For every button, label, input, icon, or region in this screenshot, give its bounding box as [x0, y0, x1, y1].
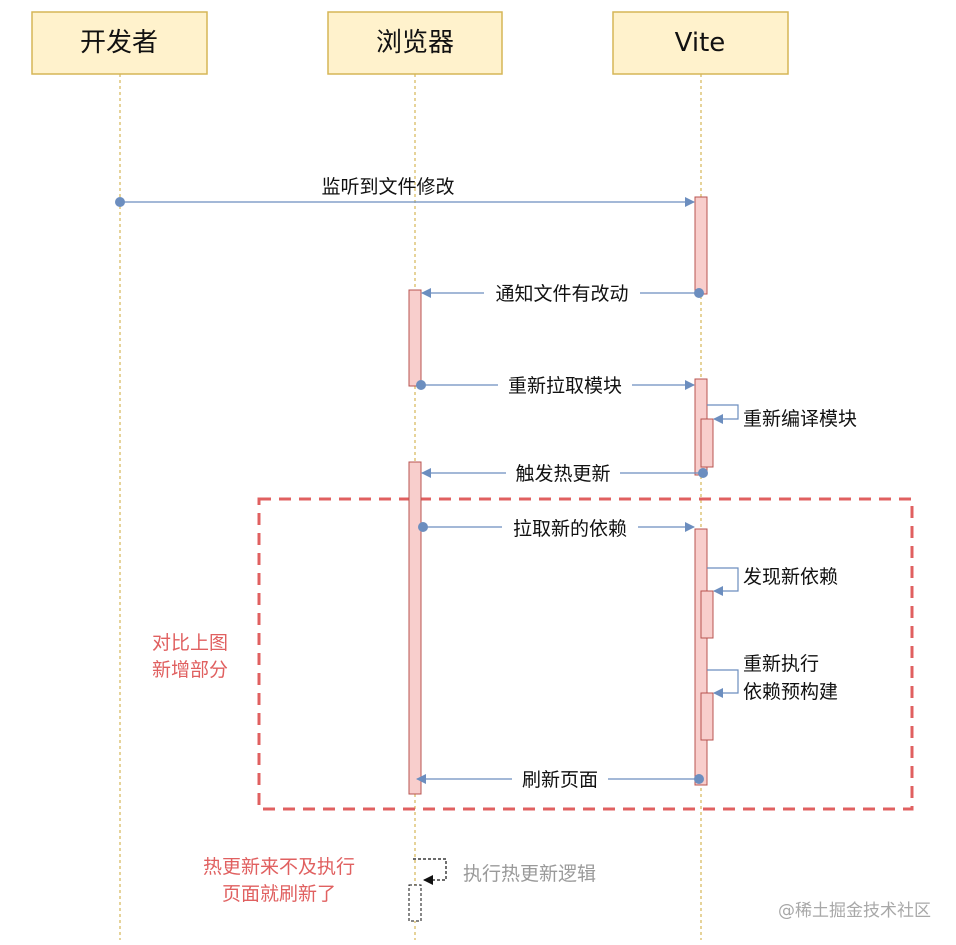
- message-file-change-label: 监听到文件修改: [321, 176, 454, 198]
- actor-browser: 浏览器: [327, 11, 503, 75]
- actor-developer: 开发者: [31, 11, 208, 75]
- note-race: 热更新来不及执行 页面就刷新了: [203, 856, 355, 905]
- activation-browser-dashed: [408, 884, 422, 922]
- activation-browser-1: [408, 289, 422, 387]
- message-recompile-module: 重新编译模块: [707, 404, 857, 430]
- activation-vite-1: [694, 196, 708, 295]
- message-refresh-page-label: 刷新页面: [522, 769, 598, 791]
- message-refetch-module-label: 重新拉取模块: [508, 375, 622, 397]
- note-race-line1: 热更新来不及执行: [203, 856, 355, 878]
- message-discover-deps: 发现新依赖: [707, 566, 838, 596]
- message-trigger-hmr: 触发热更新: [421, 460, 708, 486]
- activation-vite-3-nested-a: [700, 590, 714, 639]
- watermark-text: @稀土掘金技术社区: [778, 901, 931, 921]
- note-compare: 对比上图 新增部分: [152, 632, 228, 681]
- message-refetch-module: 重新拉取模块: [416, 372, 695, 398]
- note-compare-line1: 对比上图: [152, 632, 228, 654]
- actor-vite-label: Vite: [675, 28, 726, 58]
- message-refresh-page: 刷新页面: [416, 766, 704, 792]
- message-rerun-prebundle-line2: 依赖预构建: [743, 681, 838, 703]
- activation-browser-2: [408, 461, 422, 795]
- message-run-hmr-logic: 执行热更新逻辑: [413, 858, 596, 885]
- actor-browser-label: 浏览器: [376, 28, 454, 58]
- activation-vite-3-nested-b: [700, 692, 714, 741]
- message-fetch-new-deps: 拉取新的依赖: [418, 515, 695, 541]
- highlight-region: [257, 497, 914, 811]
- message-rerun-prebundle-line1: 重新执行: [743, 653, 819, 675]
- message-recompile-module-label: 重新编译模块: [743, 408, 857, 430]
- message-notify-change: 通知文件有改动: [421, 280, 704, 306]
- message-trigger-hmr-label: 触发热更新: [515, 463, 610, 485]
- activation-vite-2-nested: [700, 418, 714, 468]
- message-discover-deps-label: 发现新依赖: [743, 566, 838, 588]
- message-run-hmr-logic-label: 执行热更新逻辑: [463, 863, 596, 885]
- message-notify-change-label: 通知文件有改动: [495, 283, 628, 305]
- note-race-line2: 页面就刷新了: [222, 883, 336, 905]
- actor-vite: Vite: [612, 11, 789, 75]
- message-file-change: 监听到文件修改: [115, 176, 695, 207]
- activation-vite-3: [694, 528, 708, 786]
- message-rerun-prebundle: 重新执行 依赖预构建: [707, 653, 838, 703]
- actor-developer-label: 开发者: [80, 28, 158, 58]
- message-fetch-new-deps-label: 拉取新的依赖: [513, 518, 627, 540]
- note-compare-line2: 新增部分: [152, 659, 228, 681]
